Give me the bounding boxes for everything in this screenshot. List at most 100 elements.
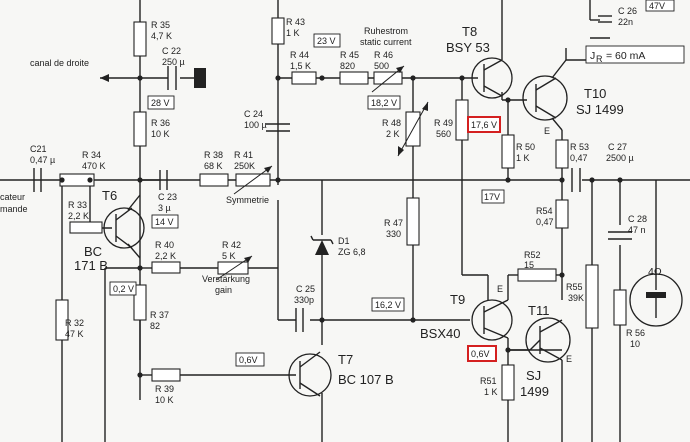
- c23-value: 3 µ: [158, 203, 171, 213]
- jr-sub: R: [596, 54, 603, 64]
- r42-value: 5 K: [222, 251, 236, 261]
- voltage-14v: 14 V: [155, 217, 174, 227]
- r45-value: 820: [340, 61, 355, 71]
- potentiometer-arrows: [215, 65, 429, 281]
- r47-value: 330: [386, 229, 401, 239]
- r56-body: [613, 289, 627, 326]
- r53-body: [555, 139, 569, 169]
- c23-name: C 23: [158, 192, 177, 202]
- r52-value: 15: [524, 260, 534, 270]
- r43-name: R 43: [286, 17, 305, 27]
- c24-value: 100 µ: [244, 120, 267, 130]
- r47-body: [406, 197, 420, 246]
- r49-value: 560: [436, 129, 451, 139]
- t6-type-2: 171 B: [74, 258, 108, 273]
- r35-name: R 35: [151, 20, 170, 30]
- c28-name: C 28: [628, 214, 647, 224]
- r36-body: [133, 111, 147, 147]
- capteur-label-1: cateur: [0, 192, 25, 202]
- c26-name: C 26: [618, 6, 637, 16]
- ruhestrom-label: Ruhestrom: [364, 26, 408, 36]
- t7-type: BC 107 B: [338, 372, 394, 387]
- speaker-impedance: 4Ω: [648, 266, 662, 278]
- r35-body: [133, 21, 147, 57]
- gain-label-2: gain: [215, 285, 232, 295]
- junction-dots: [59, 75, 623, 378]
- r43-body: [271, 17, 285, 45]
- r39-value: 10 K: [155, 395, 174, 405]
- r39-name: R 39: [155, 384, 174, 394]
- r47-name: R 47: [384, 218, 403, 228]
- r38-name: R 38: [204, 150, 223, 160]
- r41-value: 250K: [234, 161, 255, 171]
- r40-body: [151, 261, 181, 274]
- t6-type-1: BC: [84, 244, 102, 259]
- r49-body: [455, 99, 469, 141]
- component-labels: R 35 4,7 K C 22 250 µ canal de droite R …: [0, 6, 662, 405]
- voltage-28v: 28 V: [151, 98, 170, 108]
- r35-value: 4,7 K: [151, 31, 172, 41]
- r54-name: R54: [536, 206, 553, 216]
- r38-body: [199, 173, 229, 187]
- transistors: [103, 57, 571, 397]
- topright-voltage: 47V: [649, 1, 665, 11]
- t10-name: T10: [584, 86, 606, 101]
- t8-name: T8: [462, 24, 477, 39]
- voltage-0-6v-t7: 0,6V: [239, 355, 258, 365]
- t11-type-2: 1499: [520, 384, 549, 399]
- r34-name: R 34: [82, 150, 101, 160]
- static-current-label: static current: [360, 37, 412, 47]
- r56-name: R 56: [626, 328, 645, 338]
- r53-name: R 53: [570, 142, 589, 152]
- r55-name: R55: [566, 282, 583, 292]
- r49-name: R 49: [434, 118, 453, 128]
- r37-value: 82: [150, 321, 160, 331]
- t9-emitter: E: [497, 284, 503, 294]
- r46-body: [373, 71, 403, 85]
- r40-value: 2,2 K: [155, 251, 176, 261]
- c22-value: 250 µ: [162, 57, 185, 67]
- voltage-16-2v: 16,2 V: [375, 300, 401, 310]
- r50-body: [501, 134, 515, 169]
- r44-body: [291, 71, 317, 85]
- jr-value: = 60 mA: [606, 50, 645, 62]
- r50-value: 1 K: [516, 153, 530, 163]
- c22-name: C 22: [162, 46, 181, 56]
- r53-value: 0,47: [570, 153, 588, 163]
- r33-body: [69, 221, 103, 234]
- d1-type: ZG 6,8: [338, 247, 366, 257]
- r52-name: R52: [524, 250, 541, 260]
- t8-type: BSY 53: [446, 40, 490, 55]
- r39-body: [151, 368, 181, 382]
- r45-name: R 45: [340, 50, 359, 60]
- zener-diode-d1: [310, 235, 334, 255]
- r44-value: 1,5 K: [290, 61, 311, 71]
- voltage-markers: 28 V 23 V 18,2 V 17,6 V 17V 14 V 0,2 V 1…: [109, 0, 685, 367]
- t9-type: BSX40: [420, 326, 460, 341]
- gain-label-1: Verstärkung: [202, 274, 250, 284]
- r36-value: 10 K: [151, 129, 170, 139]
- r34-value: 470 K: [82, 161, 106, 171]
- r48-value: 2 K: [386, 129, 400, 139]
- c26-value: 22n: [618, 17, 633, 27]
- jr-label: J: [590, 50, 595, 62]
- r37-body: [133, 284, 147, 321]
- voltage-18-2v: 18,2 V: [371, 98, 397, 108]
- r42-body: [217, 261, 249, 275]
- r46-value: 500: [374, 61, 389, 71]
- r51-name: R51: [480, 376, 497, 386]
- t10-type: SJ 1499: [576, 102, 624, 117]
- capteur-label-2: mande: [0, 204, 28, 214]
- r45-body: [339, 71, 369, 85]
- r54-value: 0,47: [536, 217, 554, 227]
- r55-value: 39K: [568, 293, 584, 303]
- t11-emitter: E: [566, 354, 572, 364]
- r50-name: R 50: [516, 142, 535, 152]
- c27-value: 2500 µ: [606, 153, 634, 163]
- c28-value: 47 n: [628, 225, 646, 235]
- c21-value: 0,47 µ: [30, 155, 55, 165]
- c24-name: C 24: [244, 109, 263, 119]
- r33-name: R 33: [68, 200, 87, 210]
- r43-value: 1 K: [286, 28, 300, 38]
